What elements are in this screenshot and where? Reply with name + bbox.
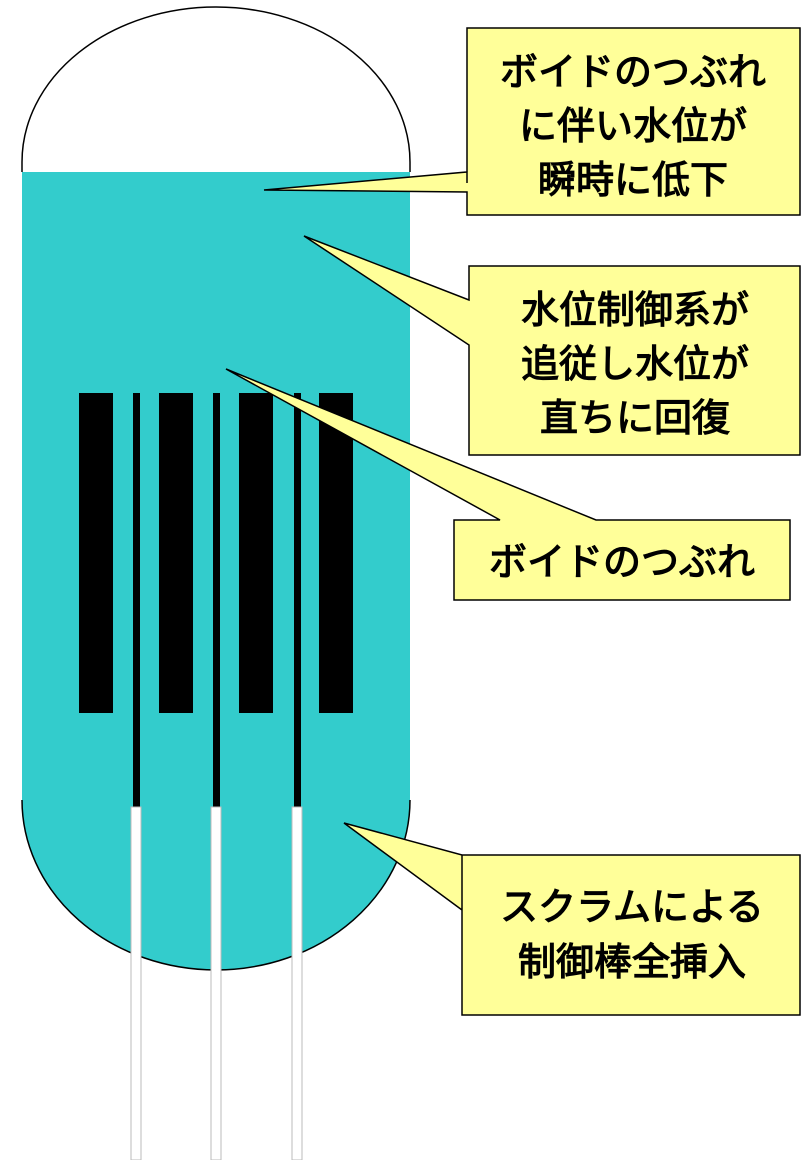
vessel-top-dome <box>21 6 411 172</box>
control-rod-1 <box>133 393 140 807</box>
callout-level-recovery-line-3: 直ちに回復 <box>540 396 731 440</box>
fuel-bar-2 <box>159 393 193 713</box>
callout-level-drop-line-3: 瞬時に低下 <box>538 158 728 202</box>
control-rod-drives <box>130 806 303 1160</box>
fuel-bar-4 <box>319 393 353 713</box>
callout-level-drop: ボイドのつぶれ に伴い水位が 瞬時に低下 <box>263 27 801 216</box>
rod-drive-2 <box>210 806 222 1160</box>
control-rod-3 <box>294 393 301 807</box>
control-rod-2 <box>213 393 220 807</box>
rod-drive-3 <box>291 806 303 1160</box>
fuel-bar-3 <box>239 393 273 713</box>
callout-scram: スクラムによる 制御棒全挿入 <box>343 822 801 1016</box>
callout-level-drop-line-1: ボイドのつぶれ <box>500 50 766 94</box>
callout-void-collapse: ボイドのつぶれ <box>225 368 791 601</box>
callout-level-recovery-line-1: 水位制御系が <box>521 288 749 332</box>
callout-scram-line-1: スクラムによる <box>500 885 764 929</box>
callout-level-drop-line-2: に伴い水位が <box>519 104 747 148</box>
callout-level-recovery: 水位制御系が 追従し水位が 直ちに回復 <box>303 235 801 456</box>
callout-scram-line-2: 制御棒全挿入 <box>518 940 746 984</box>
callout-void-collapse-line-1: ボイドのつぶれ <box>489 540 755 584</box>
rod-drive-1 <box>130 806 142 1160</box>
callout-level-recovery-line-2: 追従し水位が <box>521 342 749 386</box>
fuel-bar-1 <box>79 393 113 713</box>
